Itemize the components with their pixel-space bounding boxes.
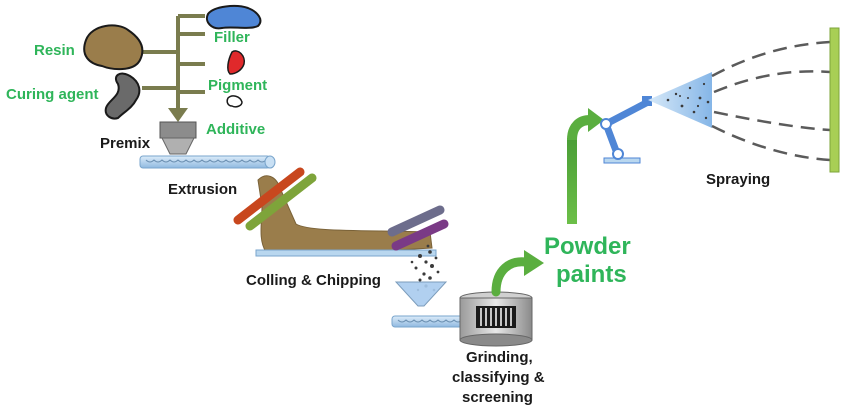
powder-label-line2: paints xyxy=(556,261,627,288)
cooling-chipping-label: Colling & Chipping xyxy=(246,272,381,289)
spray-paths xyxy=(711,40,831,162)
filler-label: Filler xyxy=(214,29,250,46)
curing-agent-label: Curing agent xyxy=(6,86,99,103)
premix-feed-manifold xyxy=(142,14,205,110)
product-to-spray-arrow xyxy=(567,138,577,224)
resin-blob xyxy=(83,24,144,71)
grinding-label-line1: Grinding, xyxy=(466,349,533,366)
grinder-to-product-arrow xyxy=(491,257,531,297)
workpiece-panel xyxy=(829,27,840,173)
grinding-label-line2: classifying & xyxy=(452,369,545,386)
additive-blob xyxy=(226,95,243,108)
premix-label: Premix xyxy=(100,135,151,152)
extrusion-belt xyxy=(139,155,276,169)
grinder-drum xyxy=(459,291,533,347)
cooling-table xyxy=(255,249,437,257)
product-arrowhead xyxy=(588,108,604,132)
spraying-label: Spraying xyxy=(706,171,770,188)
spray-robot xyxy=(600,96,652,164)
resin-label: Resin xyxy=(34,42,75,59)
extrusion-label: Extrusion xyxy=(168,181,237,198)
grinder-arrowhead xyxy=(524,250,544,276)
spray-particles xyxy=(666,82,710,120)
filler-blob xyxy=(206,5,262,30)
pigment-label: Pigment xyxy=(208,77,267,94)
manifold-arrowhead xyxy=(168,108,188,122)
chip-funnel xyxy=(394,281,448,307)
curing-agent-blob xyxy=(104,72,141,120)
additive-label: Additive xyxy=(206,121,265,138)
extruder-nozzle xyxy=(159,121,197,155)
spray-cone xyxy=(648,72,712,128)
grinding-label-line3: screening xyxy=(462,389,533,406)
pigment-blob xyxy=(227,50,246,75)
product-arrow-bend xyxy=(567,115,591,141)
cooling-rollers xyxy=(233,167,449,251)
powder-label-line1: Powder xyxy=(544,233,631,260)
